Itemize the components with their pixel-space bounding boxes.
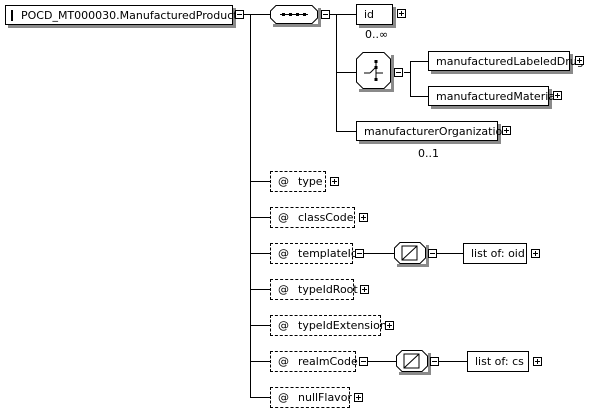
attribute-realmcode-label: realmCode bbox=[298, 355, 358, 368]
attribute-at-icon: @ bbox=[278, 355, 289, 368]
templateid-type-collapse-icon[interactable] bbox=[428, 249, 437, 258]
connector-templateid-type bbox=[364, 253, 394, 254]
attribute-at-icon: @ bbox=[278, 175, 289, 188]
element-manufacturer-organization[interactable]: manufacturerOrganization bbox=[356, 121, 509, 141]
typeidextension-expand-icon[interactable] bbox=[385, 321, 394, 330]
attribute-nullflavor[interactable]: @ nullFlavor bbox=[270, 387, 352, 408]
attribute-at-icon: @ bbox=[278, 319, 289, 332]
connector-sequence-id bbox=[326, 14, 356, 15]
attribute-at-icon: @ bbox=[278, 391, 289, 404]
choice-compositor-icon bbox=[356, 52, 391, 89]
attribute-type-label: type bbox=[298, 175, 323, 188]
root-collapse-icon[interactable] bbox=[235, 10, 244, 19]
element-manufactured-material[interactable]: manufacturedMaterial bbox=[428, 86, 558, 106]
connector-realmcode-type bbox=[368, 361, 396, 362]
connector-attributes-trunk bbox=[250, 14, 251, 398]
templateid-simple-type[interactable] bbox=[394, 242, 426, 264]
attribute-classcode[interactable]: @ classCode bbox=[270, 207, 355, 228]
templateid-collapse-icon[interactable] bbox=[355, 249, 364, 258]
realmcode-list-expand-icon[interactable] bbox=[533, 357, 542, 366]
organization-expand-icon[interactable] bbox=[502, 126, 511, 135]
connector-templateid-list bbox=[435, 253, 463, 254]
classcode-expand-icon[interactable] bbox=[359, 213, 368, 222]
realmcode-list-type[interactable]: list of: cs bbox=[467, 351, 529, 372]
manufacturer-organization-label: manufacturerOrganization bbox=[364, 124, 510, 138]
manufactured-material-label: manufacturedMaterial bbox=[436, 89, 559, 103]
attribute-templateid-label: templateId bbox=[298, 247, 358, 260]
attribute-typeidextension[interactable]: @ typeIdExtension bbox=[270, 315, 387, 336]
nullflavor-expand-icon[interactable] bbox=[354, 393, 363, 402]
attribute-at-icon: @ bbox=[278, 247, 289, 260]
connector-choice-material bbox=[410, 96, 428, 97]
connector-sequence-choice bbox=[336, 72, 356, 73]
root-element[interactable]: POCD_MT000030.ManufacturedProduct bbox=[5, 5, 238, 25]
connector-attr-type bbox=[250, 181, 270, 182]
templateid-list-label: list of: oid bbox=[471, 247, 525, 260]
attribute-at-icon: @ bbox=[278, 211, 289, 224]
connector-attr-templateid bbox=[250, 253, 270, 254]
realmcode-list-label: list of: cs bbox=[475, 355, 524, 368]
root-element-label: POCD_MT000030.ManufacturedProduct bbox=[21, 8, 238, 22]
labeled-drug-expand-icon[interactable] bbox=[575, 56, 584, 65]
element-id-label: id bbox=[364, 8, 375, 21]
choice-collapse-icon[interactable] bbox=[394, 68, 403, 77]
connector-realmcode-list bbox=[437, 361, 467, 362]
sequence-compositor-icon bbox=[270, 5, 318, 24]
attribute-nullflavor-label: nullFlavor bbox=[298, 391, 352, 404]
connector-choice-trunk bbox=[410, 61, 411, 97]
material-expand-icon[interactable] bbox=[553, 91, 562, 100]
organization-occurrence: 0..1 bbox=[418, 147, 439, 160]
realmcode-simple-type[interactable] bbox=[396, 350, 428, 372]
choice-compositor[interactable] bbox=[356, 52, 391, 89]
element-id[interactable]: id bbox=[356, 4, 393, 25]
attribute-typeidroot[interactable]: @ typeIdRoot bbox=[270, 279, 358, 300]
connector-attr-typeidextension bbox=[250, 325, 270, 326]
id-occurrence: 0..∞ bbox=[365, 28, 389, 41]
templateid-list-type[interactable]: list of: oid bbox=[463, 243, 527, 264]
attribute-templateid[interactable]: @ templateId bbox=[270, 243, 358, 264]
sequence-collapse-icon[interactable] bbox=[321, 10, 330, 19]
connector-attr-nullflavor bbox=[250, 397, 270, 398]
connector-attr-classcode bbox=[250, 217, 270, 218]
manufactured-labeled-drug-label: manufacturedLabeledDrug bbox=[436, 54, 584, 68]
realmcode-type-collapse-icon[interactable] bbox=[430, 357, 439, 366]
attribute-type[interactable]: @ type bbox=[270, 171, 326, 192]
attribute-classcode-label: classCode bbox=[298, 211, 354, 224]
sequence-compositor[interactable] bbox=[270, 5, 318, 24]
attribute-at-icon: @ bbox=[278, 283, 289, 296]
realmcode-collapse-icon[interactable] bbox=[359, 357, 368, 366]
connector-sequence-organization bbox=[336, 131, 356, 132]
attribute-typeidextension-label: typeIdExtension bbox=[298, 319, 387, 332]
typeidroot-expand-icon[interactable] bbox=[360, 285, 369, 294]
connector-attr-typeidroot bbox=[250, 289, 270, 290]
simple-type-icon bbox=[396, 350, 428, 372]
type-expand-icon[interactable] bbox=[330, 177, 339, 186]
element-box-icon bbox=[11, 9, 13, 21]
element-manufactured-labeled-drug[interactable]: manufacturedLabeledDrug bbox=[428, 51, 584, 71]
attribute-typeidroot-label: typeIdRoot bbox=[298, 283, 358, 296]
connector-choice-branch bbox=[404, 72, 410, 73]
connector-attr-realmcode bbox=[250, 361, 270, 362]
templateid-list-expand-icon[interactable] bbox=[531, 249, 540, 258]
attribute-realmcode[interactable]: @ realmCode bbox=[270, 351, 358, 372]
id-expand-icon[interactable] bbox=[397, 9, 406, 18]
connector-root-sequence bbox=[244, 14, 270, 15]
simple-type-icon bbox=[394, 242, 426, 264]
connector-choice-drug bbox=[410, 61, 428, 62]
